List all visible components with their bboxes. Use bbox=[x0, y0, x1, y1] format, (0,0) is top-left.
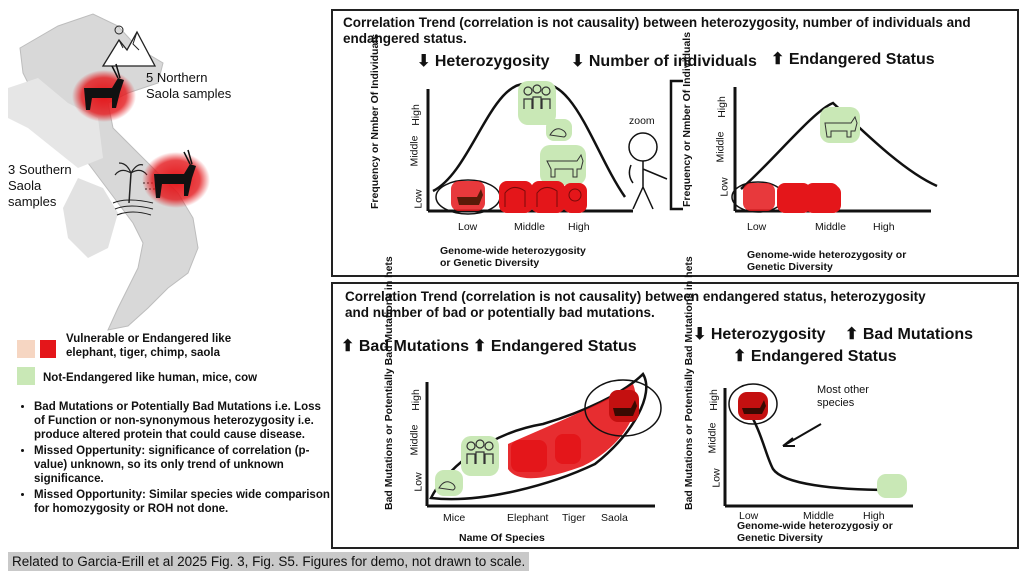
ytick-middle: Middle bbox=[706, 422, 719, 454]
annotation-most-other-species: Most other species bbox=[817, 384, 869, 409]
bottom-left-xlabel: Name Of Species bbox=[459, 532, 545, 544]
individuals-header: ⬇ Number of individuals bbox=[571, 51, 757, 71]
ytick-middle: Middle bbox=[714, 131, 727, 163]
xtick-saola: Saola bbox=[601, 512, 628, 524]
xtick-high: High bbox=[568, 221, 590, 233]
top-right-chart bbox=[669, 79, 938, 213]
endangered-label: Endangered Status bbox=[788, 51, 935, 68]
hetero-header-right: ⬇ Heterozygosity bbox=[693, 324, 826, 344]
xtick-mice: Mice bbox=[443, 512, 466, 524]
legend-swatch-red bbox=[40, 340, 56, 358]
ytick-middle: Middle bbox=[408, 424, 421, 456]
bottom-right-ylabel: Bad Mutations or Potentially Bad Mutatio… bbox=[683, 256, 695, 510]
south-sample-label: 3 Southern Saola samples bbox=[8, 162, 72, 209]
tiger-icon bbox=[555, 434, 581, 464]
down-arrow-icon: ⬇ bbox=[693, 326, 707, 343]
zoom-bracket bbox=[669, 79, 683, 211]
human-group-icon bbox=[518, 81, 556, 125]
top-left-xlabel: Genome-wide heterozygosity or Genetic Di… bbox=[440, 245, 586, 269]
xtick-middle: Middle bbox=[514, 221, 545, 233]
zoom-person-icon bbox=[628, 132, 668, 210]
legend-not-endangered-label: Not-Endangered like human, mice, cow bbox=[43, 372, 258, 384]
beach-icon bbox=[112, 162, 159, 216]
endangered-header: ⬆ Endangered Status bbox=[473, 336, 637, 356]
annotation-arrow bbox=[782, 423, 822, 447]
xtick-high: High bbox=[863, 510, 885, 522]
xtick-elephant: Elephant bbox=[507, 512, 549, 524]
bad-mutations-header-right: ⬆ Bad Mutations bbox=[845, 324, 973, 344]
bad-mutations-header: ⬆ Bad Mutations bbox=[341, 336, 469, 356]
endangered-label: Endangered Status bbox=[750, 348, 897, 365]
ytick-low: Low bbox=[412, 472, 425, 492]
trend-curve bbox=[743, 403, 894, 492]
down-arrow-icon: ⬇ bbox=[571, 53, 585, 70]
xtick-middle: Middle bbox=[815, 221, 846, 233]
north-sample-label: 5 Northern Saola samples bbox=[146, 70, 232, 101]
endangered-label: Endangered Status bbox=[490, 338, 637, 355]
saola-small-icon bbox=[743, 183, 775, 211]
mountain-icon bbox=[101, 25, 157, 67]
elephant-icon bbox=[777, 183, 811, 213]
up-arrow-icon: ⬆ bbox=[341, 338, 355, 355]
tiger-icon bbox=[563, 183, 587, 213]
top-panel-title: Correlation Trend (correlation is not ca… bbox=[343, 15, 971, 46]
xtick-tiger: Tiger bbox=[562, 512, 586, 524]
up-arrow-icon: ⬆ bbox=[473, 338, 487, 355]
trend-curve bbox=[740, 101, 938, 190]
note-item: Missed Oppertunity: significance of corr… bbox=[34, 444, 334, 486]
saola-highlight-circle bbox=[728, 383, 778, 425]
top-right-ylabel: Frequency or Nmber Of Individuals bbox=[681, 31, 693, 207]
xtick-low: Low bbox=[458, 221, 478, 233]
xtick-low: Low bbox=[739, 510, 759, 522]
bad-mutations-label: Bad Mutations bbox=[862, 326, 974, 343]
individuals-label: Number of individuals bbox=[588, 53, 757, 70]
human-group-icon bbox=[461, 436, 499, 476]
endangered-header: ⬆ Endangered Status bbox=[771, 49, 935, 69]
cow-icon bbox=[820, 107, 860, 143]
bottom-right-xlabel: Genome-wide heterozygosiy or Genetic Div… bbox=[737, 520, 893, 544]
vietnam-map bbox=[8, 13, 210, 331]
tiger-icon bbox=[817, 185, 841, 213]
elephant-icon bbox=[511, 440, 547, 472]
footer-citation: Related to Garcia-Erill et al 2025 Fig. … bbox=[8, 552, 530, 571]
notes-list: Bad Mutations or Potentially Bad Mutatio… bbox=[16, 400, 334, 518]
bottom-panel: Correlation Trend (correlation is not ca… bbox=[331, 256, 1019, 549]
top-panel: Correlation Trend (correlation is not ca… bbox=[331, 9, 1019, 277]
zoom-label: zoom bbox=[629, 115, 655, 127]
endangered-header-right: ⬆ Endangered Status bbox=[733, 346, 897, 366]
hetero-label: Heterozygosity bbox=[434, 53, 550, 70]
bottom-panel-title: Correlation Trend (correlation is not ca… bbox=[345, 289, 926, 320]
ytick-high: High bbox=[715, 96, 728, 118]
up-arrow-icon: ⬆ bbox=[771, 51, 785, 68]
note-item: Missed Opportunity: Similar species wide… bbox=[34, 488, 334, 516]
bottom-left-ylabel: Bad Mutations or Potentially Bad Mutatio… bbox=[383, 256, 395, 510]
bad-mutations-label: Bad Mutations bbox=[358, 338, 470, 355]
southern-saola-icon bbox=[142, 149, 210, 208]
top-left-chart bbox=[426, 81, 633, 215]
up-arrow-icon: ⬆ bbox=[733, 348, 747, 365]
mouse-icon bbox=[435, 470, 463, 496]
xtick-middle: Middle bbox=[803, 510, 834, 522]
legend-endangered-label: Vulnerable or Endangered like elephant, … bbox=[66, 333, 232, 359]
xtick-high: High bbox=[873, 221, 895, 233]
ytick-low: Low bbox=[710, 468, 723, 488]
hetero-label: Heterozygosity bbox=[710, 326, 826, 343]
top-right-xlabel: Genome-wide heterozygosity or Genetic Di… bbox=[747, 249, 907, 273]
ytick-high: High bbox=[409, 389, 422, 411]
note-item: Bad Mutations or Potentially Bad Mutatio… bbox=[34, 400, 334, 442]
up-arrow-icon: ⬆ bbox=[845, 326, 859, 343]
ytick-high: High bbox=[707, 389, 720, 411]
down-arrow-icon: ⬇ bbox=[417, 53, 431, 70]
ytick-low: Low bbox=[718, 177, 731, 197]
hetero-header: ⬇ Heterozygosity bbox=[417, 51, 550, 71]
legend-swatch-green bbox=[17, 367, 35, 385]
northern-saola-icon bbox=[72, 63, 136, 122]
mouse-icon bbox=[877, 474, 907, 498]
legend-swatch-light-red bbox=[17, 340, 35, 358]
saola-highlight-circle bbox=[584, 379, 662, 437]
bottom-charts bbox=[425, 371, 913, 508]
xtick-low: Low bbox=[747, 221, 767, 233]
